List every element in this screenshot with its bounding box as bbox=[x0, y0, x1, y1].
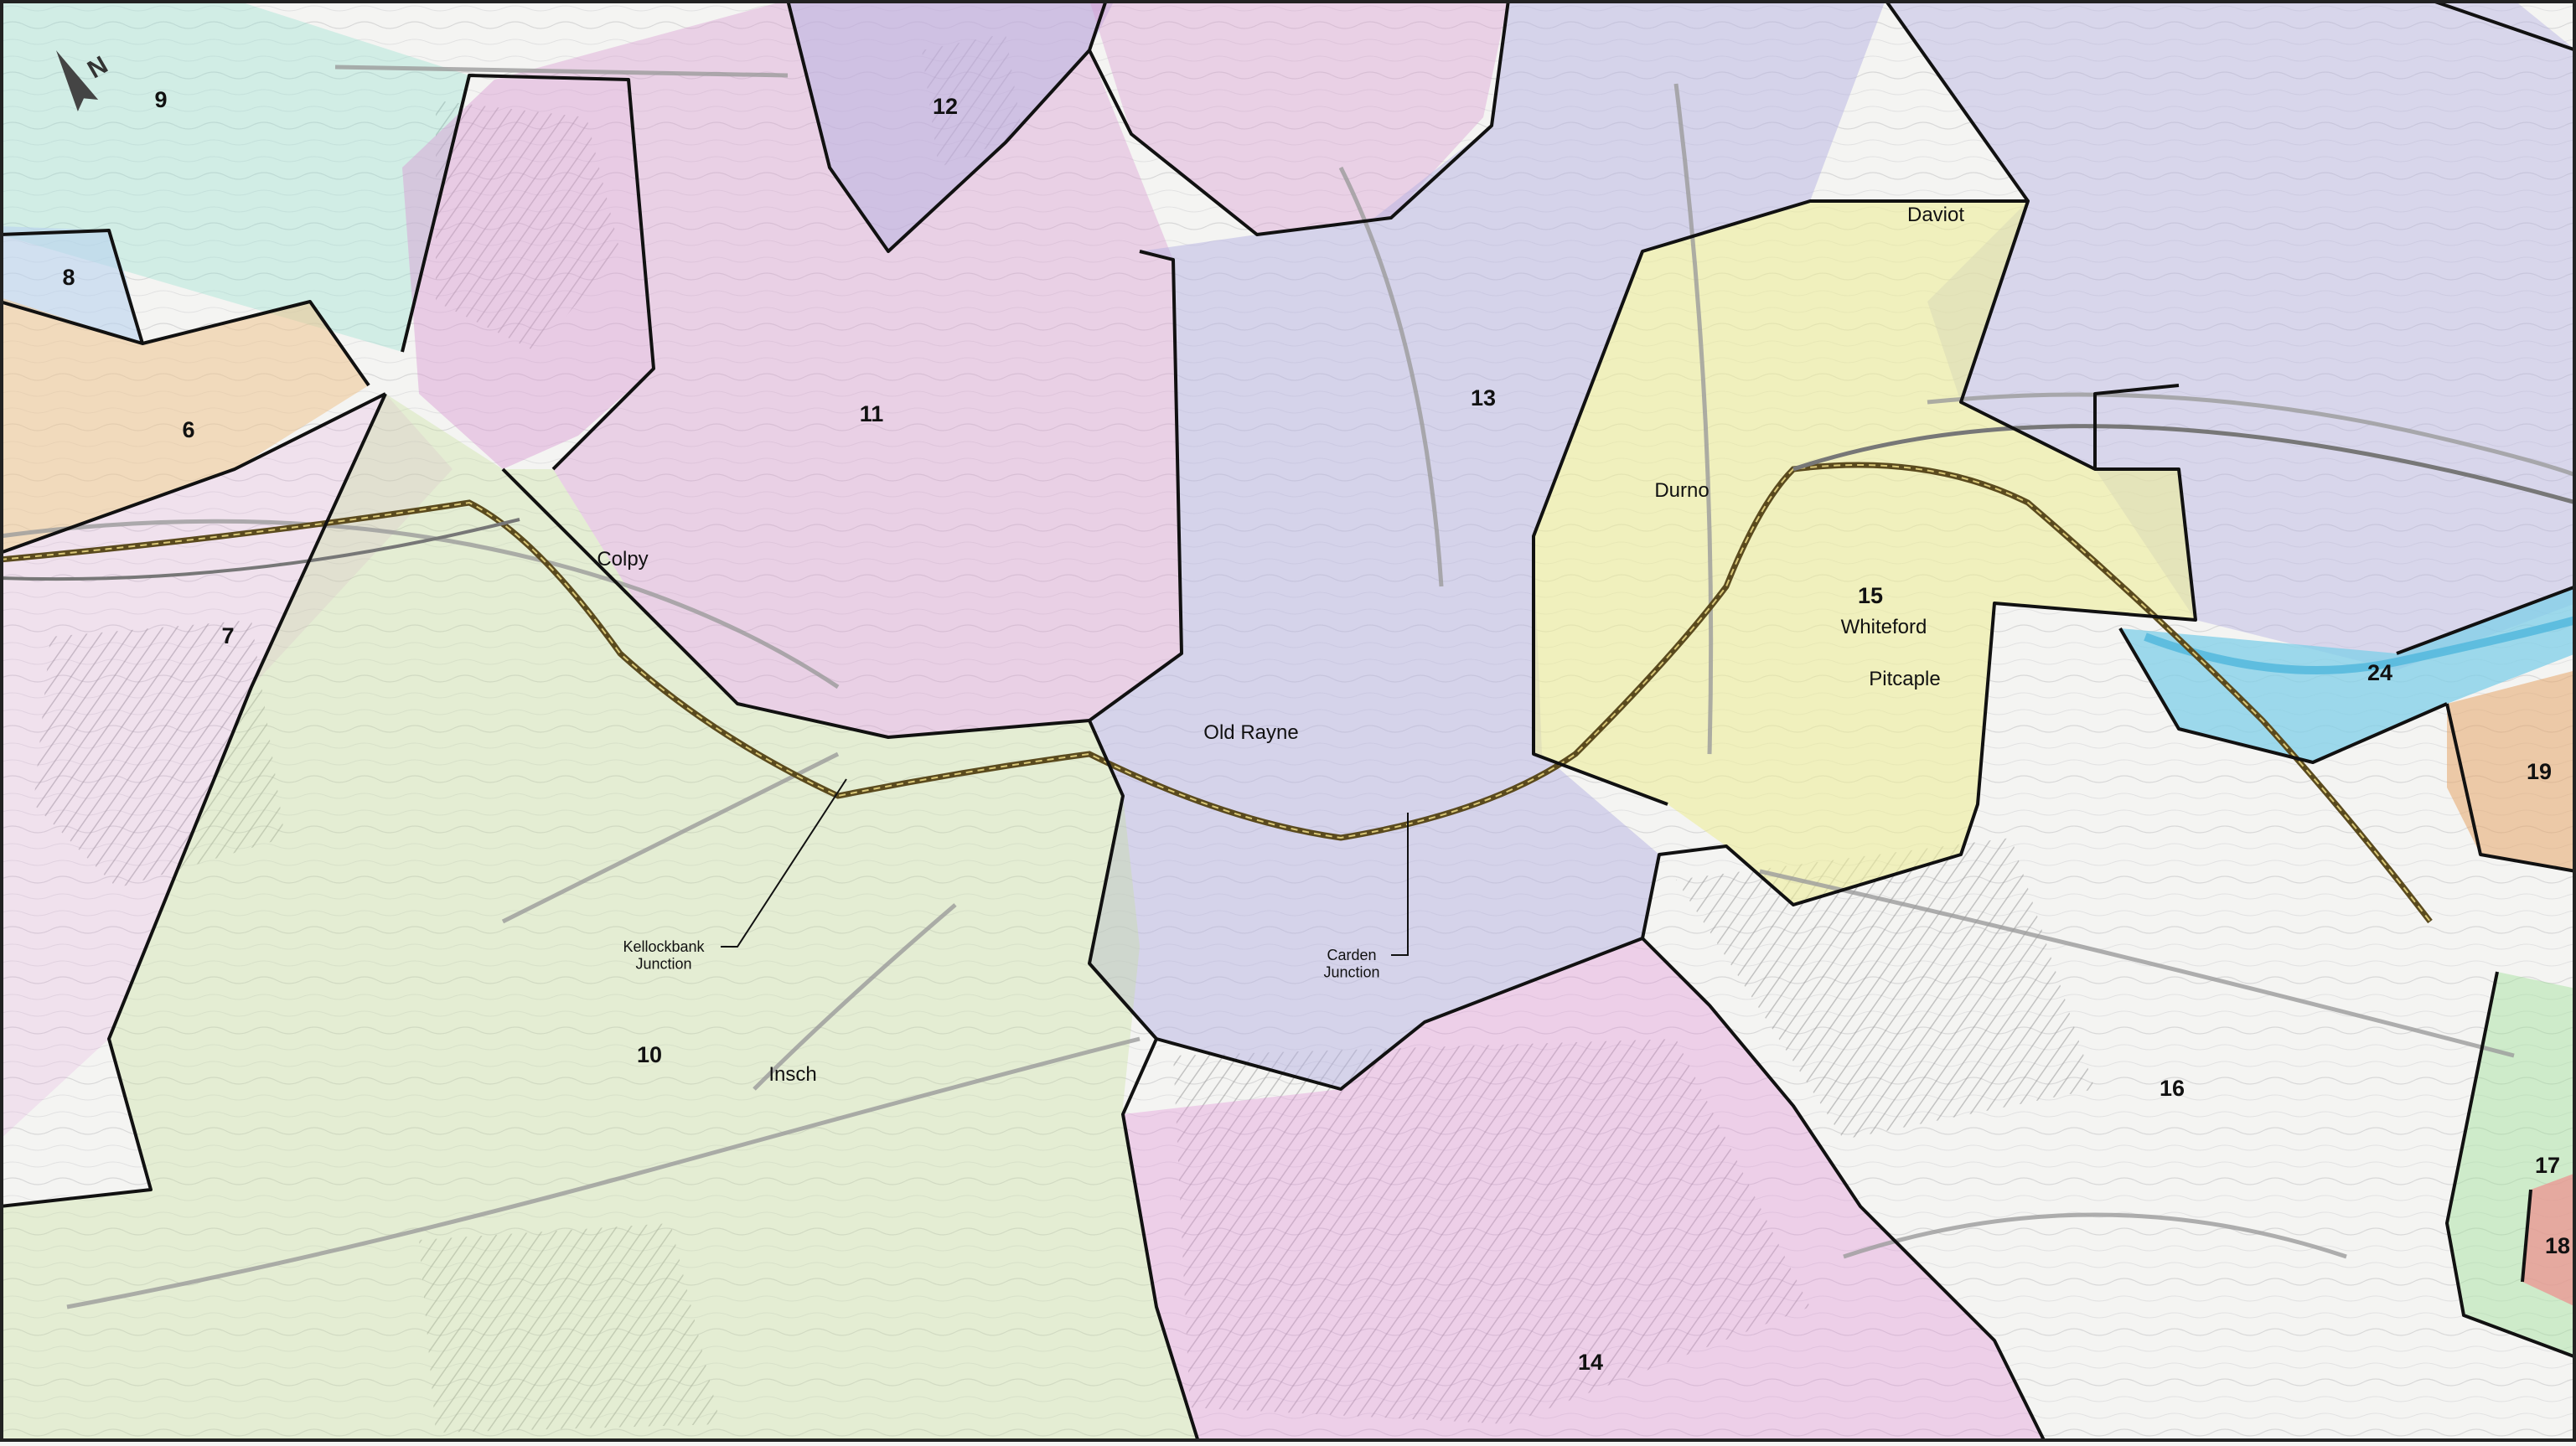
zone-19-tint bbox=[2447, 670, 2576, 871]
zone-label: 12 bbox=[933, 94, 958, 119]
zone-label: 16 bbox=[2160, 1076, 2185, 1101]
zone-10-tint bbox=[0, 394, 1198, 1442]
river bbox=[2144, 616, 2576, 674]
zone-label: 14 bbox=[1578, 1350, 1603, 1375]
roads bbox=[0, 65, 2576, 1309]
place-labels: Daviot Colpy Durno Whiteford Pitcaple Ol… bbox=[597, 204, 1964, 1086]
zone-label: 18 bbox=[2545, 1233, 2570, 1258]
zone-label: 17 bbox=[2535, 1153, 2560, 1178]
top-pink-tint bbox=[1089, 0, 1508, 235]
zone-18-tint bbox=[2522, 1173, 2576, 1307]
zone-label: 7 bbox=[221, 623, 234, 648]
zone-label: 13 bbox=[1471, 385, 1496, 411]
zone-11-tint bbox=[494, 0, 1182, 737]
place-label: Insch bbox=[768, 1063, 816, 1086]
place-label: Pitcaple bbox=[1869, 668, 1940, 690]
place-label: Whiteford bbox=[1841, 616, 1927, 638]
railway-line bbox=[0, 424, 2576, 924]
zone-label: 19 bbox=[2527, 759, 2552, 784]
zone-8-tint bbox=[0, 226, 142, 343]
zone-label: 8 bbox=[62, 265, 75, 290]
zone-label: 15 bbox=[1858, 583, 1883, 608]
zone-label: 24 bbox=[2367, 660, 2392, 685]
zone-15-tint bbox=[1534, 201, 2196, 905]
zone-7-tint bbox=[0, 394, 453, 1139]
junction-leaders bbox=[721, 778, 1409, 956]
zone-number-labels: 9 12 8 6 11 13 7 15 24 19 10 16 17 18 14 bbox=[62, 87, 2570, 1375]
zone-label: 11 bbox=[860, 401, 884, 426]
zone-6-tint bbox=[0, 297, 369, 553]
zone-label: 9 bbox=[154, 87, 167, 112]
zone-14-tint bbox=[1123, 938, 2045, 1442]
place-label: Daviot bbox=[1907, 204, 1964, 226]
zone-label: 6 bbox=[182, 417, 194, 442]
pink-band-tint bbox=[402, 80, 654, 469]
zone-13-tint bbox=[1089, 0, 1885, 1089]
place-label: Colpy bbox=[597, 548, 648, 571]
place-label: Durno bbox=[1654, 479, 1709, 502]
zone-12-tint bbox=[788, 0, 1115, 251]
place-label: Old Rayne bbox=[1203, 721, 1298, 744]
zone-label: 10 bbox=[637, 1042, 662, 1067]
east-lavender-tint bbox=[1885, 0, 2576, 670]
